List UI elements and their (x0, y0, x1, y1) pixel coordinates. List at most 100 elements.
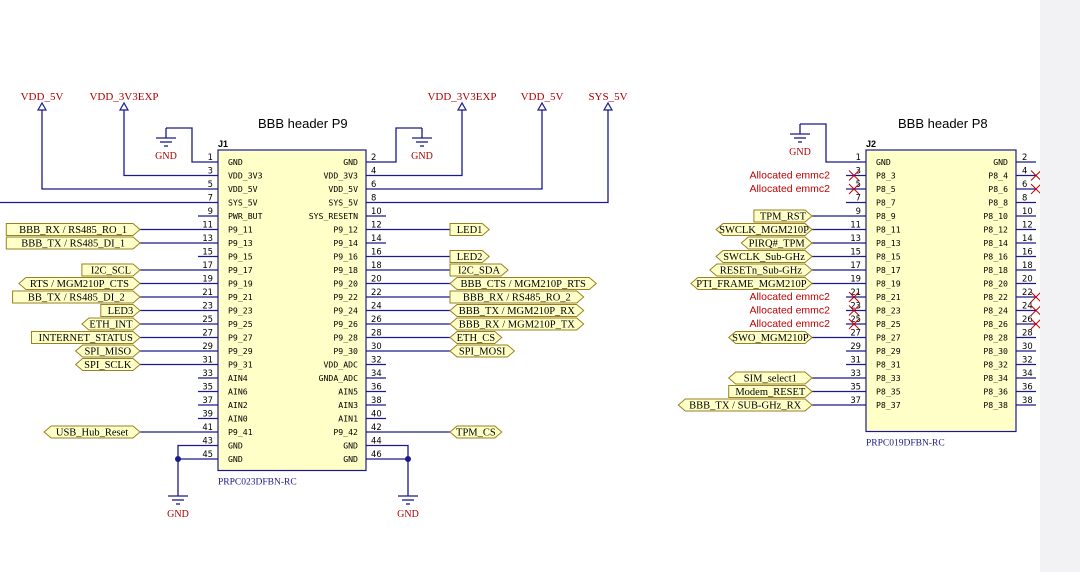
j1-pin-number: 36 (371, 382, 382, 392)
net-label-tpm-cs-shape (449, 425, 503, 439)
j1-pin-name: P9_29 (228, 346, 253, 356)
j2-pin-number: 22 (1022, 287, 1033, 297)
j1-pin-name: GND (343, 157, 358, 167)
j1-pin-number: 37 (202, 395, 213, 405)
j2-pin-number: 38 (1022, 395, 1033, 405)
net-label-bbb-rx-rs485-ro-1-shape (5, 223, 141, 236)
j1-pin-number: 27 (202, 328, 213, 338)
page-margin-strip (1040, 0, 1080, 572)
net-label-usb-hub-reset: USB_Hub_Reset (56, 428, 128, 439)
j2-pin-name: P8_34 (983, 373, 1008, 383)
no-connect-mark (848, 291, 860, 303)
j1-pin-number: 16 (371, 247, 382, 257)
net-label-led2-shape (449, 250, 490, 263)
j1-pin-name: AIN2 (228, 400, 248, 410)
j1-3v3-right-wire (386, 110, 463, 177)
j1-pin-name: AIN3 (338, 400, 358, 410)
j1-pin-number: 24 (371, 301, 382, 311)
j2-pin-number: 2 (1022, 152, 1027, 162)
j1-vdd-3v3exp-left-label: VDD_3V3EXP (89, 91, 158, 103)
j1-pin-number: 7 (208, 193, 213, 203)
j2-pin-number: 34 (1022, 368, 1033, 378)
j1-gnd-bottom-left-wire (177, 444, 198, 460)
j2-pin-number: 15 (850, 247, 861, 257)
j1-gnd-top-right (412, 128, 432, 147)
net-label-resetn-sub-ghz: RESETn_Sub-GHz (720, 266, 803, 277)
j1-5v-right-wire (386, 110, 543, 190)
j1-5v-wire (41, 110, 198, 190)
net-label-pirq-tpm-shape (740, 236, 813, 250)
net-label-spi-mosi-shape (449, 344, 516, 358)
j1-pin-number: 9 (208, 206, 213, 216)
j1-pin-name: P9_42 (333, 427, 358, 437)
j1-pin-number: 42 (371, 422, 382, 432)
j2-pin-name: P8_36 (983, 387, 1008, 397)
j1-pin-number: 43 (202, 436, 213, 446)
j1-pin-number: 1 (208, 152, 213, 162)
j2-pin-number: 26 (1022, 314, 1033, 324)
j1-pin-number: 44 (371, 436, 382, 446)
j1-pin-name: AIN6 (228, 387, 248, 397)
j1-gnd-bottom-right-wire (386, 444, 409, 460)
net-label-spi-miso: SPI_MISO (84, 347, 131, 358)
j1-pin-number: 6 (371, 179, 376, 189)
j1-pin-name: P9_19 (228, 279, 253, 289)
j1-pin-name: GNDA_ADC (319, 373, 359, 383)
j2-pin-name: P8_24 (983, 306, 1008, 316)
j1-pin-name: P9_27 (228, 333, 253, 343)
j2-pin-name: P8_38 (983, 400, 1008, 410)
j2-pin-number: 24 (1022, 301, 1033, 311)
j1-pin-number: 29 (202, 341, 213, 351)
j2-pin-name: P8_23 (876, 306, 901, 316)
j1-pin-name: GND (343, 454, 358, 464)
net-label-eth-cs: ETH_CS (457, 333, 496, 344)
net-label-spi-sclk-shape (74, 358, 141, 371)
net-label-swclk-sub-ghz: SWCLK_Sub-GHz (723, 252, 805, 263)
j1-pin-number: 31 (202, 355, 213, 365)
j1-pin-name: GND (228, 157, 243, 167)
j2-pin-name: P8_6 (988, 184, 1008, 194)
j2-pin-name: P8_21 (876, 292, 901, 302)
j1-pin-name: PWR_BUT (228, 211, 263, 221)
net-label-eth-int-shape (81, 317, 141, 331)
net-label-tpm-rst: TPM_RST (760, 212, 807, 223)
j2-pin-name: P8_14 (983, 238, 1008, 248)
j2-pin-number: 14 (1022, 233, 1033, 243)
no-connect-mark (848, 305, 860, 316)
j1-vdd-3v3exp-left-arrow (118, 101, 130, 111)
j2-pin-number: 1 (856, 152, 861, 162)
net-label-resetn-sub-ghz-shape (709, 263, 813, 277)
j1-pin-number: 45 (202, 449, 213, 459)
j1-pin-number: 20 (371, 274, 382, 284)
j2-pin-number: 13 (850, 233, 861, 243)
j1-pin-name: P9_15 (228, 252, 253, 262)
net-label-tpm-rst-shape (753, 209, 813, 223)
j2-pin-name: GND (993, 157, 1008, 167)
j1-pin-name: VDD_ADC (323, 360, 358, 370)
j2-pin-name: P8_11 (876, 225, 901, 235)
j2-pin-number: 17 (850, 260, 861, 270)
j2-pin-number: 29 (850, 341, 861, 351)
j2-pin-name: P8_3 (876, 171, 896, 181)
j2-pin-number: 19 (850, 274, 861, 284)
j1-gnd-bottom-left (168, 486, 188, 505)
j1-pin-name: AIN5 (338, 387, 358, 397)
net-label-modem-reset-shape (728, 385, 813, 398)
j2-pin-number: 25 (850, 314, 861, 324)
j1-pin-name: P9_21 (228, 292, 253, 302)
allocated-emmc2-note: Allocated emmc2 (749, 318, 830, 330)
allocated-emmc2-note: Allocated emmc2 (749, 291, 830, 303)
net-label-usb-hub-reset-shape (43, 425, 141, 439)
j2-pin-name: P8_9 (876, 211, 896, 221)
no-connect-mark (848, 318, 860, 330)
net-label-bbb-tx-rs485-di-1: BBB_TX / RS485_DI_1 (21, 239, 125, 250)
j1-sys-5v-arrow (602, 101, 614, 111)
j1-pin-number: 28 (371, 328, 382, 338)
j2-pin-name: P8_27 (876, 333, 901, 343)
j1-vdd-3v3exp-right-arrow (456, 101, 468, 111)
j1-pin-name: P9_30 (333, 346, 358, 356)
j1-pin-name: AIN4 (228, 373, 248, 383)
j1-sys5v-right-wire (386, 110, 609, 204)
j1-pin-name: P9_24 (333, 306, 358, 316)
